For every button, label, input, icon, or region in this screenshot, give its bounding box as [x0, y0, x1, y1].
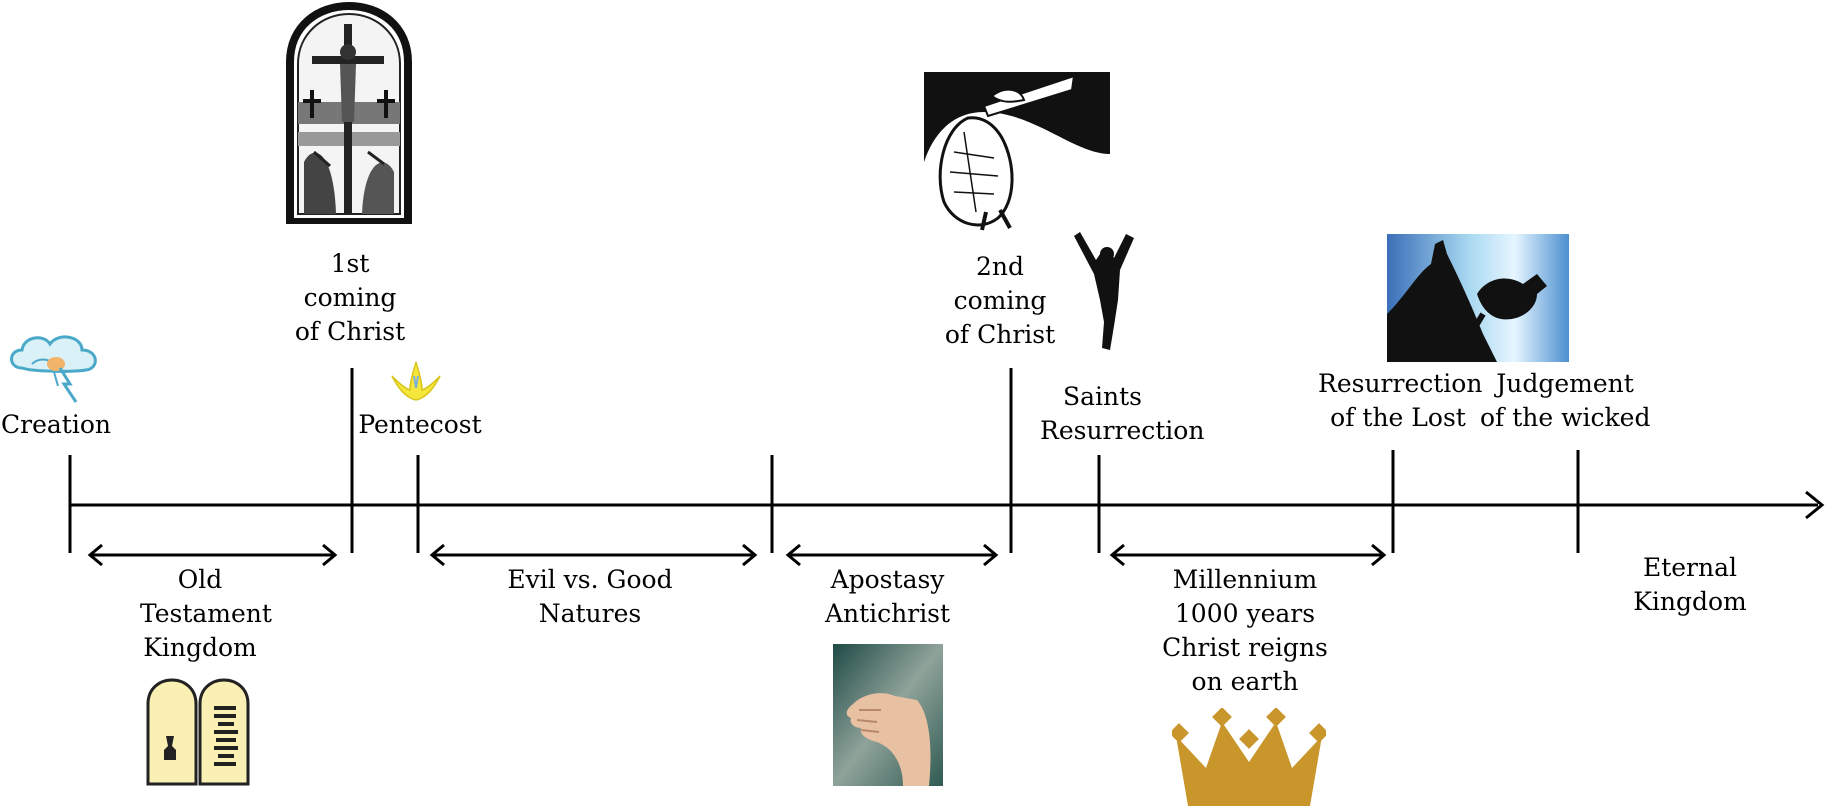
span-evil-good: [429, 543, 758, 567]
label-pentecost: Pentecost: [358, 410, 482, 439]
label-saints-resurrection: Saints Resurrection: [1040, 382, 1205, 445]
reaching-hand-icon: [833, 644, 943, 786]
rising-figure-icon: [1074, 232, 1134, 350]
flame-icon: [391, 361, 441, 401]
span-apostasy: [785, 543, 999, 567]
label-second-coming: 2nd coming of Christ: [944, 252, 1056, 349]
label-evil-good: Evil vs. Good Natures: [507, 565, 673, 628]
label-eternal: Eternal Kingdom: [1633, 553, 1747, 616]
label-creation: Creation: [1, 410, 111, 439]
crucifixion-window-icon: [286, 2, 412, 224]
crown-icon: [1172, 708, 1326, 806]
label-first-coming: 1st coming of Christ: [294, 249, 406, 346]
label-old-testament: Old Testament Kingdom: [140, 565, 272, 662]
label-millennium: Millennium 1000 years Christ reigns on e…: [1162, 565, 1328, 696]
judgement-scene-icon: [1387, 234, 1569, 362]
span-millennium: [1109, 543, 1387, 567]
cloud-lightning-icon: [10, 335, 97, 403]
span-old-testament: [87, 543, 338, 567]
tablets-icon: [146, 678, 250, 786]
angel-trumpet-icon: [924, 72, 1110, 231]
label-apostasy: Apostasy Antichrist: [824, 565, 951, 628]
timeline-arrowhead: [1805, 490, 1825, 520]
label-judgement-wicked: Judgement of the wicked: [1480, 369, 1651, 432]
label-resurrection-lost: Resurrection of the Lost: [1318, 369, 1483, 432]
